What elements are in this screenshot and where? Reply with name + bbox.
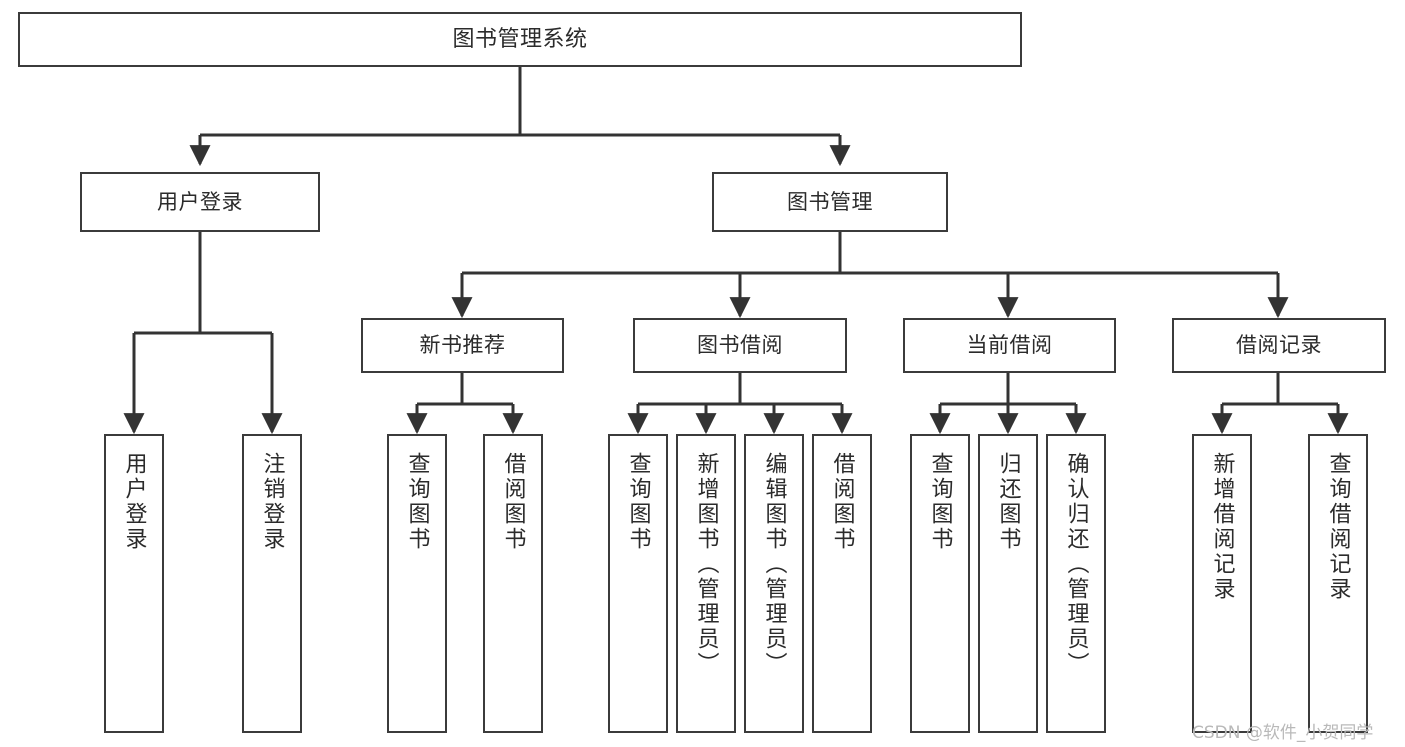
node-book-manage[interactable]: 图书管理: [712, 172, 948, 232]
node-leaf-edit-book-label: 编辑图书（管理员）: [761, 452, 787, 677]
node-leaf-query-book-rec-label: 查询图书: [404, 452, 430, 552]
node-leaf-return-book[interactable]: 归还图书: [978, 434, 1038, 733]
node-root[interactable]: 图书管理系统: [18, 12, 1022, 67]
node-leaf-logout-label: 注销登录: [259, 452, 285, 552]
node-new-book-rec[interactable]: 新书推荐: [361, 318, 564, 373]
node-leaf-user-login[interactable]: 用户登录: [104, 434, 164, 733]
node-leaf-add-record[interactable]: 新增借阅记录: [1192, 434, 1252, 733]
node-leaf-edit-book[interactable]: 编辑图书（管理员）: [744, 434, 804, 733]
node-leaf-add-book[interactable]: 新增图书（管理员）: [676, 434, 736, 733]
node-leaf-query-book-cur-label: 查询图书: [927, 452, 953, 552]
node-leaf-borrow-book-rec-label: 借阅图书: [500, 452, 526, 552]
node-leaf-query-record-label: 查询借阅记录: [1325, 452, 1351, 602]
node-current-borrow[interactable]: 当前借阅: [903, 318, 1116, 373]
node-leaf-add-record-label: 新增借阅记录: [1209, 452, 1235, 602]
node-user-login[interactable]: 用户登录: [80, 172, 320, 232]
node-borrow-record-label: 借阅记录: [1236, 333, 1322, 358]
node-leaf-query-book-rec[interactable]: 查询图书: [387, 434, 447, 733]
node-user-login-label: 用户登录: [157, 189, 243, 214]
node-leaf-user-login-label: 用户登录: [121, 452, 147, 552]
node-leaf-confirm-return-label: 确认归还（管理员）: [1063, 452, 1089, 677]
watermark: CSDN @软件_小贺同学: [1192, 723, 1374, 743]
node-leaf-confirm-return[interactable]: 确认归还（管理员）: [1046, 434, 1106, 733]
node-leaf-return-book-label: 归还图书: [995, 452, 1021, 552]
node-leaf-logout[interactable]: 注销登录: [242, 434, 302, 733]
node-borrow-record[interactable]: 借阅记录: [1172, 318, 1386, 373]
node-leaf-query-book-borrow-label: 查询图书: [625, 452, 651, 552]
node-current-borrow-label: 当前借阅: [966, 333, 1053, 358]
node-book-borrow[interactable]: 图书借阅: [633, 318, 847, 373]
node-leaf-query-book-borrow[interactable]: 查询图书: [608, 434, 668, 733]
node-book-manage-label: 图书管理: [787, 189, 873, 214]
node-leaf-borrow-book[interactable]: 借阅图书: [812, 434, 872, 733]
node-new-book-rec-label: 新书推荐: [419, 333, 506, 358]
node-leaf-query-book-cur[interactable]: 查询图书: [910, 434, 970, 733]
node-book-borrow-label: 图书借阅: [697, 333, 783, 358]
node-leaf-borrow-book-rec[interactable]: 借阅图书: [483, 434, 543, 733]
node-root-label: 图书管理系统: [452, 26, 588, 52]
node-leaf-add-book-label: 新增图书（管理员）: [693, 452, 719, 677]
node-leaf-query-record[interactable]: 查询借阅记录: [1308, 434, 1368, 733]
node-leaf-borrow-book-label: 借阅图书: [829, 452, 855, 552]
